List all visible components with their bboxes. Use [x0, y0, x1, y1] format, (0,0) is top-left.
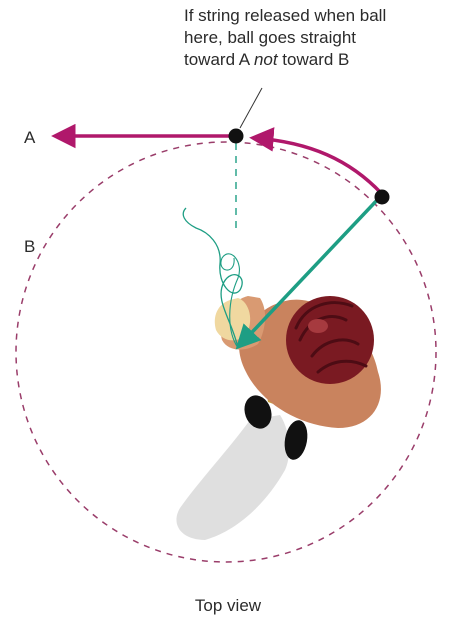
annotation-pointer	[240, 88, 262, 128]
annotation-line-3-prefix: toward A	[184, 50, 254, 69]
head-shine	[308, 319, 328, 333]
motion-arc-arrow	[254, 138, 382, 194]
annotation-line-2: here, ball goes straight	[184, 27, 446, 49]
label-a: A	[24, 128, 36, 147]
annotation-line-3: toward A not toward B	[184, 49, 446, 71]
ball-right	[375, 190, 390, 205]
ball-top	[229, 129, 244, 144]
hand	[215, 298, 250, 340]
caption-top-view: Top view	[0, 596, 456, 616]
release-annotation: If string released when ball here, ball …	[184, 5, 446, 71]
person-shadow	[176, 415, 289, 540]
annotation-line-1: If string released when ball	[184, 5, 446, 27]
label-b: B	[24, 237, 35, 256]
annotation-line-3-suffix: toward B	[278, 50, 350, 69]
annotation-emphasis: not	[254, 50, 278, 69]
